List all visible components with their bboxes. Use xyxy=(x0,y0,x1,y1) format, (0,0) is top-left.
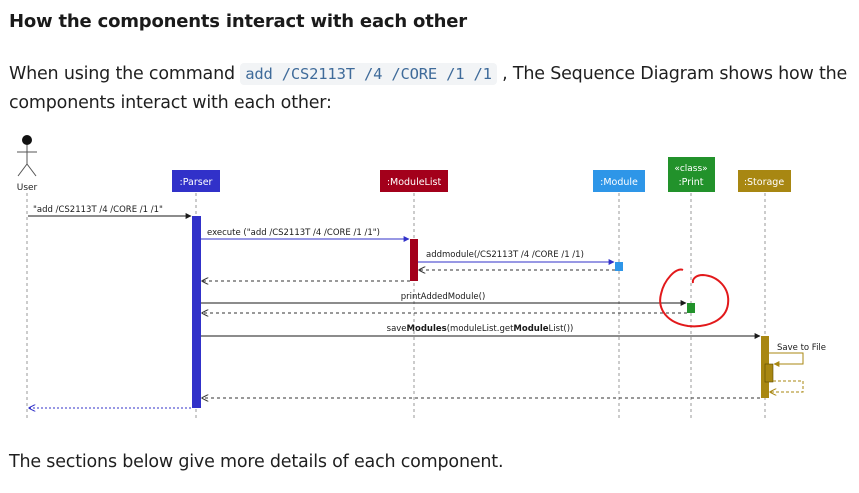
print-label: :Print xyxy=(678,177,703,188)
storage-label: :Storage xyxy=(744,177,785,188)
parser-label: :Parser xyxy=(180,177,213,188)
save-prefix: save xyxy=(387,324,407,334)
execute-label: execute ("add /CS2113T /4 /CORE /1 /1") xyxy=(207,228,380,238)
intro-paragraph: When using the command add /CS2113T /4 /… xyxy=(9,60,849,118)
save-bold-1: Modules xyxy=(407,324,447,334)
user-command-label: "add /CS2113T /4 /CORE /1 /1" xyxy=(33,205,163,215)
save-modules-label: saveModules(moduleList.getModuleList()) xyxy=(387,324,574,334)
save-to-file-self-arrow xyxy=(769,352,804,367)
save-to-file-self-return xyxy=(770,380,804,392)
save-bold-2: Module xyxy=(513,324,548,334)
save-to-file-label: Save to File xyxy=(777,343,826,353)
parser-participant: :Parser xyxy=(172,170,220,192)
annotation-circle xyxy=(659,268,730,328)
section-heading: How the components interact with each ot… xyxy=(9,11,467,32)
modulelist-activation xyxy=(410,239,418,281)
storage-nested-activation xyxy=(764,363,774,383)
intro-text-before: When using the command xyxy=(9,64,241,84)
save-suffix: List()) xyxy=(549,324,574,334)
modulelist-participant: :ModuleList xyxy=(380,170,448,192)
actor-label: User xyxy=(17,183,38,193)
module-label: :Module xyxy=(600,177,638,188)
print-activation xyxy=(687,303,695,313)
module-participant: :Module xyxy=(593,170,645,192)
intro-text-after: , The Sequence Diagram shows how the com… xyxy=(9,64,848,113)
footer-paragraph: The sections below give more details of … xyxy=(9,452,504,472)
command-code: add /CS2113T /4 /CORE /1 /1 xyxy=(240,63,497,85)
actor-head-icon xyxy=(22,135,32,145)
sequence-diagram: User :Parser :ModuleList :Module «class»… xyxy=(17,135,826,420)
print-added-label: printAddedModule() xyxy=(401,292,486,302)
save-mid: (moduleList.get xyxy=(447,324,514,334)
module-activation xyxy=(615,262,623,271)
storage-participant: :Storage xyxy=(738,170,791,192)
modulelist-label: :ModuleList xyxy=(387,177,442,188)
lifelines xyxy=(26,193,766,420)
addmodule-label: addmodule(/CS2113T /4 /CORE /1 /1) xyxy=(426,250,584,260)
print-participant: «class» :Print xyxy=(668,157,715,192)
user-actor: User xyxy=(17,135,38,193)
parser-activation xyxy=(192,216,201,408)
print-stereotype: «class» xyxy=(674,164,707,174)
